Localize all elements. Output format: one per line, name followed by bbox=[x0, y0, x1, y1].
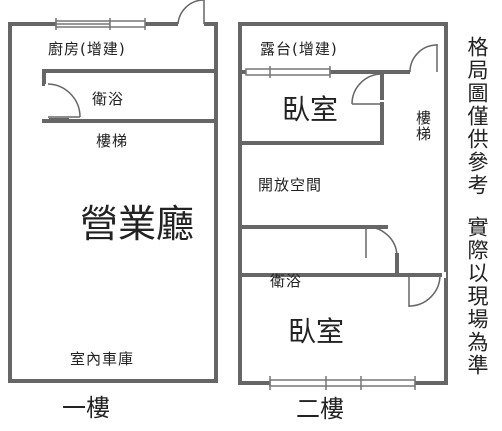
floor2-open-space-label: 開放空間 bbox=[258, 176, 323, 194]
floor2-stairs-label: 樓梯 bbox=[414, 110, 432, 142]
floor1-bathroom-label: 衛浴 bbox=[92, 90, 125, 108]
floor1-bathroom-door bbox=[47, 83, 81, 118]
floor1-kitchen-label: 廚房(增建) bbox=[48, 40, 126, 58]
floor1-hall-label: 營業廳 bbox=[80, 202, 195, 246]
floor1-entrance-door bbox=[177, 0, 205, 25]
floor2-balcony-label: 露台(增建) bbox=[260, 40, 338, 58]
floor2-bedroom2-door bbox=[408, 274, 441, 307]
floor2-bathroom-label: 衛浴 bbox=[270, 272, 303, 290]
floor2-balcony-door bbox=[409, 44, 438, 73]
floor2-title: 二樓 bbox=[296, 395, 344, 423]
floor1-top-window bbox=[55, 18, 146, 30]
note-line-2: 實際以現場為準 bbox=[465, 216, 489, 377]
floor1-title: 一樓 bbox=[62, 394, 110, 422]
floor2-balcony-window bbox=[245, 66, 331, 78]
floor1-garage-label: 室內車庫 bbox=[70, 350, 135, 368]
floor2-bedroom-door bbox=[351, 73, 383, 105]
floor2-bathroom-door bbox=[365, 226, 398, 258]
door-swings bbox=[47, 0, 441, 307]
floor2-bottom-window bbox=[269, 376, 416, 390]
note-line-1: 格局圖僅供參考 bbox=[465, 36, 489, 197]
floor2-bedroom-top-label: 臥室 bbox=[282, 93, 339, 126]
windows bbox=[55, 18, 416, 390]
floor2-bedroom-bottom-label: 臥室 bbox=[288, 315, 345, 348]
floor1-stairs-label: 樓梯 bbox=[96, 132, 129, 150]
